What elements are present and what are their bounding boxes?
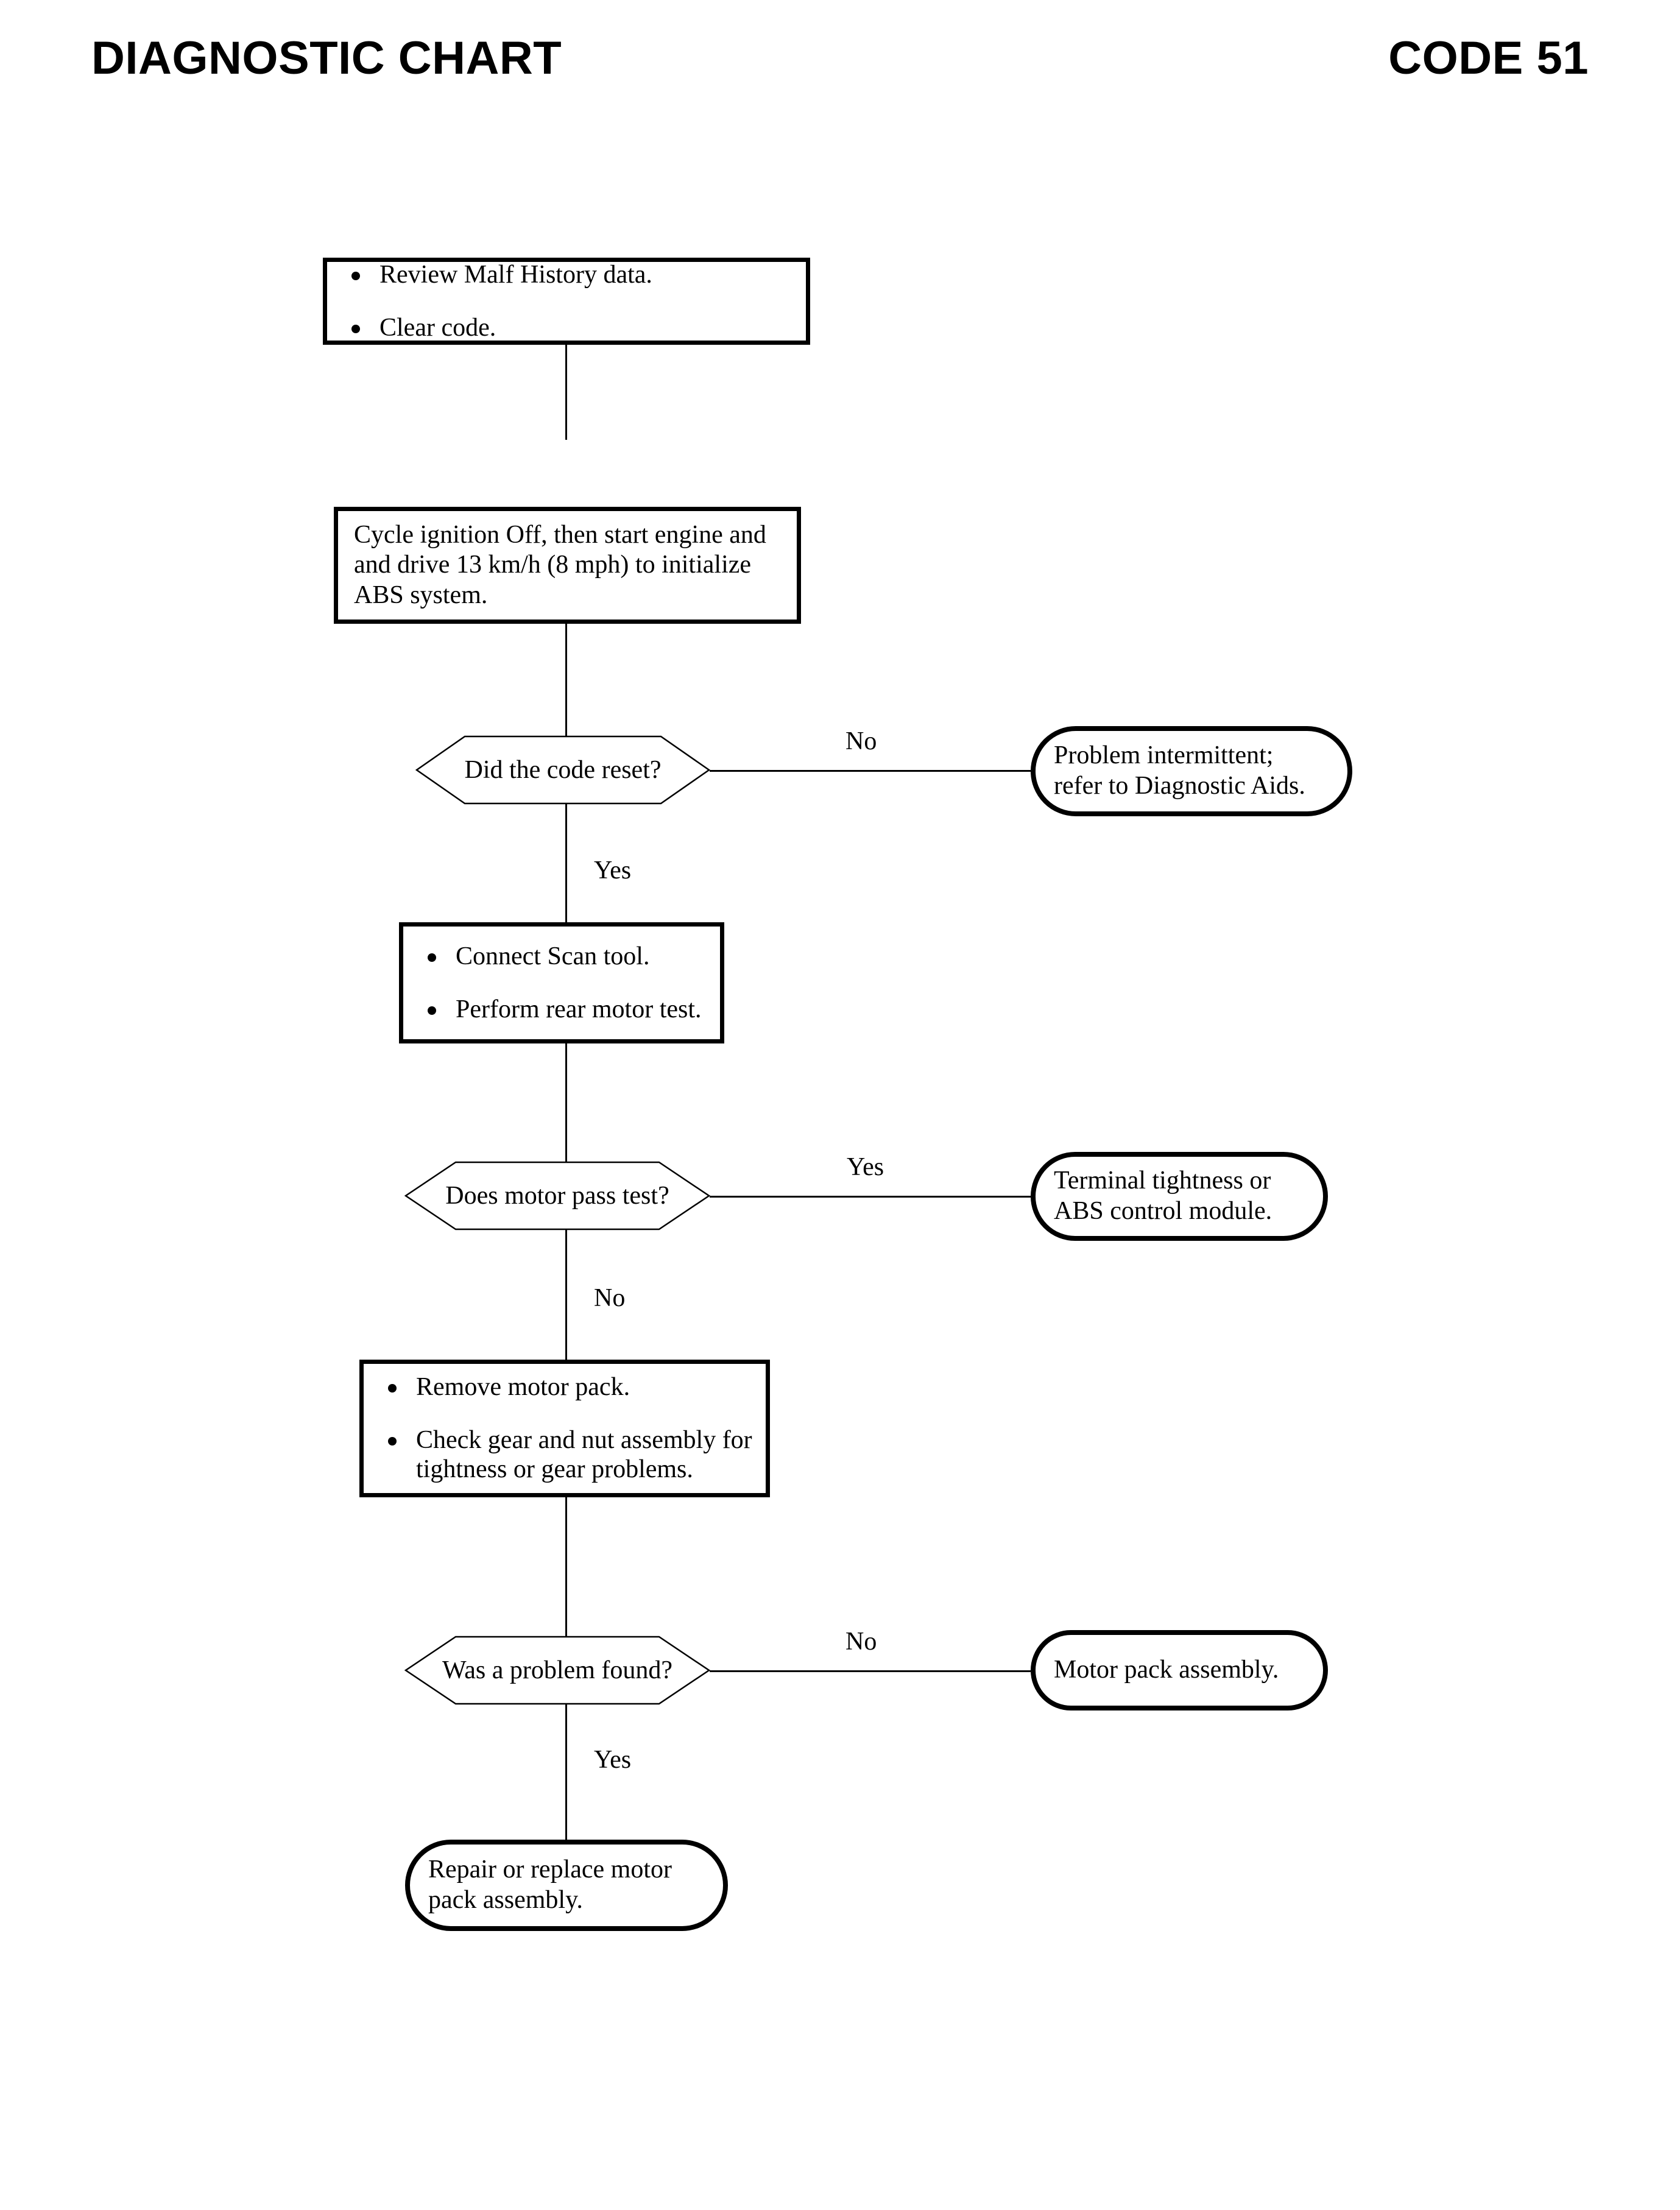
hexagon-shape — [415, 735, 711, 805]
terminal-text: Repair or replace motor pack assembly. — [428, 1855, 672, 1914]
decision-label: Did the code reset? — [464, 755, 662, 784]
connector-step3-to-decision2 — [565, 1043, 567, 1168]
branch-label-yes-1: Yes — [594, 856, 632, 884]
terminal-problem-intermittent: Problem intermittent; refer to Diagnosti… — [1031, 726, 1352, 816]
branch-label-no-2: No — [594, 1284, 626, 1312]
code-label: CODE 51 — [1388, 32, 1589, 84]
process-text: Cycle ignition Off, then start engine an… — [354, 521, 766, 609]
connector-decision3-no-branch — [710, 1670, 1031, 1672]
branch-label-no-3: No — [845, 1628, 877, 1656]
branch-label-yes-2: Yes — [847, 1153, 884, 1181]
connector-step4-to-decision3 — [565, 1497, 567, 1642]
process-box-review-clear: Review Malf History data. Clear code. — [323, 258, 810, 345]
connector-decision1-no-branch — [710, 770, 1031, 772]
terminal-text: Motor pack assembly. — [1054, 1656, 1279, 1684]
connector-decision3-to-terminal4 — [565, 1682, 567, 1840]
bullet-list: Connect Scan tool. Perform rear motor te… — [403, 942, 720, 1024]
terminal-repair-replace: Repair or replace motor pack assembly. — [405, 1840, 728, 1931]
terminal-text: Terminal tightness or ABS control module… — [1054, 1167, 1272, 1225]
connector-step2-to-decision1 — [565, 624, 567, 742]
hexagon-shape — [404, 1636, 711, 1705]
list-item: Perform rear motor test. — [424, 995, 707, 1025]
list-item: Check gear and nut assembly for tightnes… — [384, 1425, 752, 1485]
connector-decision2-to-step4 — [565, 1208, 567, 1360]
decision-does-motor-pass: Does motor pass test? — [404, 1161, 711, 1230]
process-box-remove-motor-pack: Remove motor pack. Check gear and nut as… — [359, 1360, 770, 1497]
decision-did-code-reset: Did the code reset? — [415, 735, 711, 805]
terminal-terminal-tightness: Terminal tightness or ABS control module… — [1031, 1152, 1328, 1241]
decision-label: Was a problem found? — [442, 1656, 672, 1684]
bullet-list: Review Malf History data. Clear code. — [327, 260, 806, 342]
list-item: Connect Scan tool. — [424, 942, 707, 972]
list-item: Remove motor pack. — [384, 1372, 752, 1402]
branch-label-no-1: No — [845, 727, 877, 755]
branch-label-yes-3: Yes — [594, 1746, 632, 1774]
list-item: Review Malf History data. — [348, 260, 792, 290]
terminal-motor-pack-assembly: Motor pack assembly. — [1031, 1630, 1328, 1710]
connector-decision1-to-step3 — [565, 782, 567, 922]
list-item: Clear code. — [348, 313, 792, 343]
page-title: DIAGNOSTIC CHART — [91, 32, 562, 84]
hexagon-shape — [404, 1161, 711, 1230]
bullet-list: Remove motor pack. Check gear and nut as… — [364, 1372, 766, 1485]
terminal-text: Problem intermittent; refer to Diagnosti… — [1054, 741, 1305, 800]
decision-was-problem-found: Was a problem found? — [404, 1636, 711, 1705]
decision-label: Does motor pass test? — [445, 1181, 669, 1210]
connector-decision2-yes-branch — [710, 1196, 1031, 1198]
connector-step1-to-step2 — [565, 345, 567, 440]
process-box-connect-scan: Connect Scan tool. Perform rear motor te… — [399, 922, 724, 1043]
process-box-cycle-ignition: Cycle ignition Off, then start engine an… — [334, 507, 801, 624]
